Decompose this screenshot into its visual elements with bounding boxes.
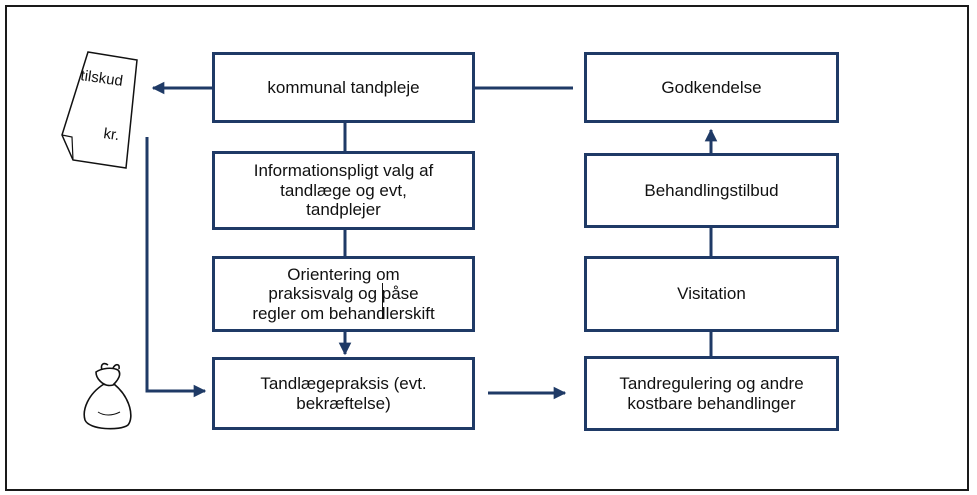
box-behandlingstilbud: Behandlingstilbud [584,153,839,228]
note-bottom-text: kr. [102,125,120,144]
box-tandregulering: Tandregulering og andre kostbare behandl… [584,356,839,431]
box-godkendelse-label: Godkendelse [661,77,762,97]
box-tandlaegepraksis: Tandlægepraksis (evt. bekræftelse) [212,357,475,430]
box-orientering-label: Orientering om praksisvalg og påse regle… [252,264,434,323]
arrow-note-to-tandlaege [145,137,207,398]
box-behandlingstilbud-label: Behandlingstilbud [644,180,779,200]
box-informationspligt: Informationspligt valg af tandlæge og ev… [212,151,475,230]
box-kommunal-tandpleje: kommunal tandpleje [212,52,475,123]
box-godkendelse: Godkendelse [584,52,839,123]
box-tandregulering-label: Tandregulering og andre kostbare behandl… [619,373,804,413]
box-informationspligt-label: Informationspligt valg af tandlæge og ev… [253,161,434,220]
slide-frame [5,5,969,491]
box-orientering: Orientering om praksisvalg og påse regle… [212,256,475,332]
money-bag-icon [83,362,132,430]
receipt-note-icon: tilskud kr. [61,51,138,169]
box-kommunal-tandpleje-label: kommunal tandpleje [267,77,420,97]
box-visitation-label: Visitation [677,284,746,304]
text-cursor [382,283,383,319]
note-top-text: tilskud [79,67,123,90]
box-tandlaegepraksis-label: Tandlægepraksis (evt. bekræftelse) [260,373,427,413]
box-visitation: Visitation [584,256,839,332]
